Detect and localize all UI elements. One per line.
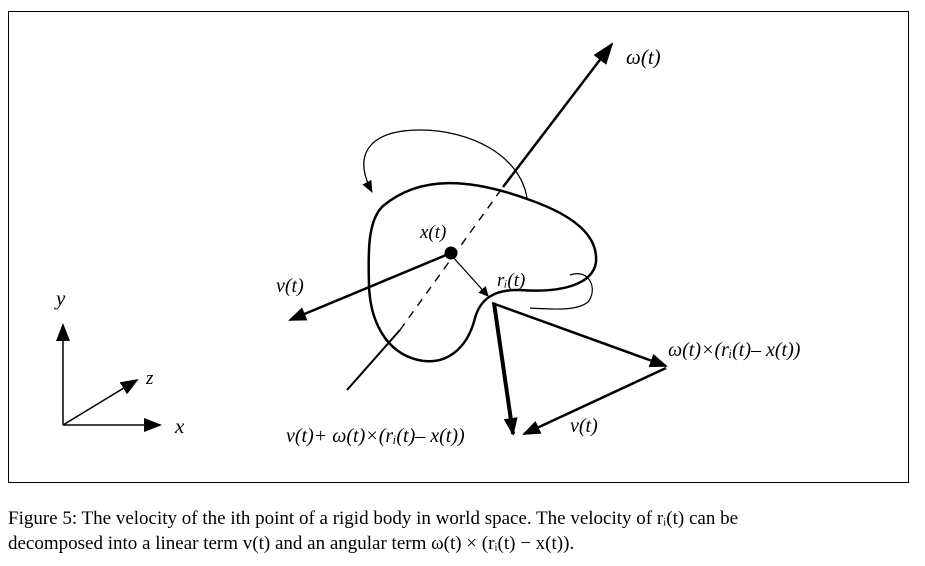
rigid-body-outline	[367, 181, 598, 363]
omega-axis-upper	[502, 42, 614, 188]
caption-line-2: decomposed into a linear term v(t) and a…	[8, 533, 575, 554]
y-axis-label: y	[54, 286, 66, 310]
r-i-arrow	[451, 255, 489, 297]
x-axis-label: x	[174, 414, 185, 438]
v-left-label: v(t)	[276, 275, 304, 297]
x-of-t-label: x(t)	[419, 222, 446, 243]
v-bottom-label: v(t)	[570, 415, 598, 437]
omega-axis-lower	[346, 329, 401, 391]
resultant-velocity-arrow	[492, 302, 518, 436]
r-i-label: rᵢ(t)	[497, 270, 525, 291]
omega-cross-label: ω(t)×(rᵢ(t)– x(t))	[668, 339, 801, 361]
v-arrow-bottom	[522, 366, 667, 436]
omega-cross-arrow	[491, 301, 668, 368]
z-axis	[62, 378, 139, 426]
caption-line-1: Figure 5: The velocity of the ith point …	[8, 508, 739, 529]
body-back-contour	[529, 273, 593, 310]
z-axis-label: z	[145, 368, 154, 389]
omega-label: ω(t)	[626, 45, 661, 69]
rotation-arc	[362, 129, 528, 199]
figure-caption: Figure 5: The velocity of the ith point …	[8, 506, 913, 556]
figure-frame	[8, 11, 909, 483]
v-plus-omega-cross-label: v(t)+ ω(t)×(rᵢ(t)– x(t))	[286, 425, 465, 447]
v-arrow-left	[288, 251, 452, 322]
